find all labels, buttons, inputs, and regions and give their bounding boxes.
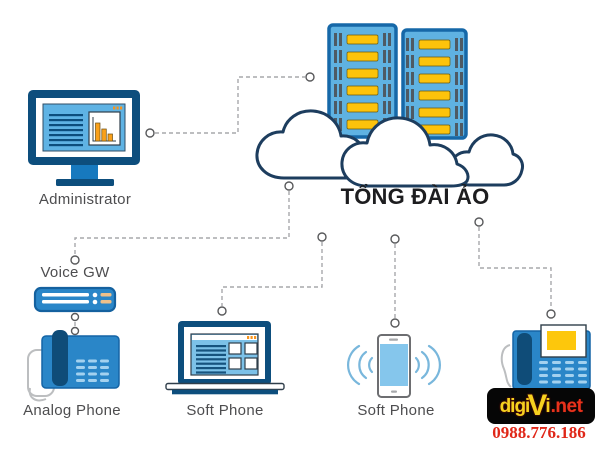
contact-phone-number: 0988.776.186 [492,423,586,442]
window-controls [247,336,257,339]
cloud-center [340,116,470,188]
phone-handset [517,333,532,385]
text-lines [196,345,226,374]
analog-phone-icon [27,330,120,402]
connector-node [390,318,400,328]
smartphone-speaker [389,338,398,341]
connector-node [70,312,80,322]
signal-waves-right-icon [414,344,442,386]
laptop-base-bottom [172,389,278,395]
connector-node [70,326,80,336]
diagram-title: TỔNG ĐÀI ẢO [340,184,490,209]
connector-path-voice-gw [74,191,290,255]
voice-gateway-icon [33,286,117,313]
label-voice-gw: Voice GW [40,264,110,281]
connector-node [305,72,315,82]
connector-node [546,309,556,319]
smartphone-home-button [391,390,397,393]
label-analog-phone: Analog Phone [23,402,121,419]
text-lines [49,114,83,147]
cloud-icon [255,109,524,188]
connector-path-administrator [155,76,305,134]
logo-text-v: V [527,389,548,422]
connector-node [390,234,400,244]
connector-node [145,128,155,138]
label-administrator: Administrator [38,191,132,208]
connector-path-laptop [221,242,323,306]
smartphone-icon [346,334,442,398]
window-tiles [228,342,258,370]
window-controls [113,106,123,110]
laptop-base [165,382,285,391]
phone-keypad [76,359,109,382]
logo-text-i: i [545,395,551,417]
connector-node [317,232,327,242]
logo-text-net: .net [550,395,583,417]
connector-node [474,217,484,227]
server-tower-left-icon [327,23,398,139]
monitor-base [56,179,114,186]
connector-node [284,181,294,191]
phone-handset [52,330,68,386]
connector-nodes [70,72,556,336]
server-towers-icon [327,23,468,140]
label-soft-phone-mobile: Soft Phone [357,402,435,419]
logo-text-digi: digi [499,395,531,417]
phone-keypad [539,361,587,384]
signal-waves-left-icon [346,344,374,386]
connector-node [217,306,227,316]
connector-node [70,255,80,265]
phone-cord [28,387,47,402]
smartphone-screen [380,344,408,386]
desk-phone-icon [500,324,591,390]
phone-cord [500,344,512,388]
server-tower-right-icon [401,28,468,140]
bar-chart-icon [88,111,121,146]
connection-lines [74,76,552,326]
phone-display-screen [547,331,576,350]
window-title-bar [192,335,257,340]
connector-path-deskphone [478,227,552,309]
laptop-icon [165,321,285,395]
monitor-stand [71,165,98,179]
label-soft-phone-laptop: Soft Phone [186,402,264,419]
monitor-icon [28,90,140,186]
